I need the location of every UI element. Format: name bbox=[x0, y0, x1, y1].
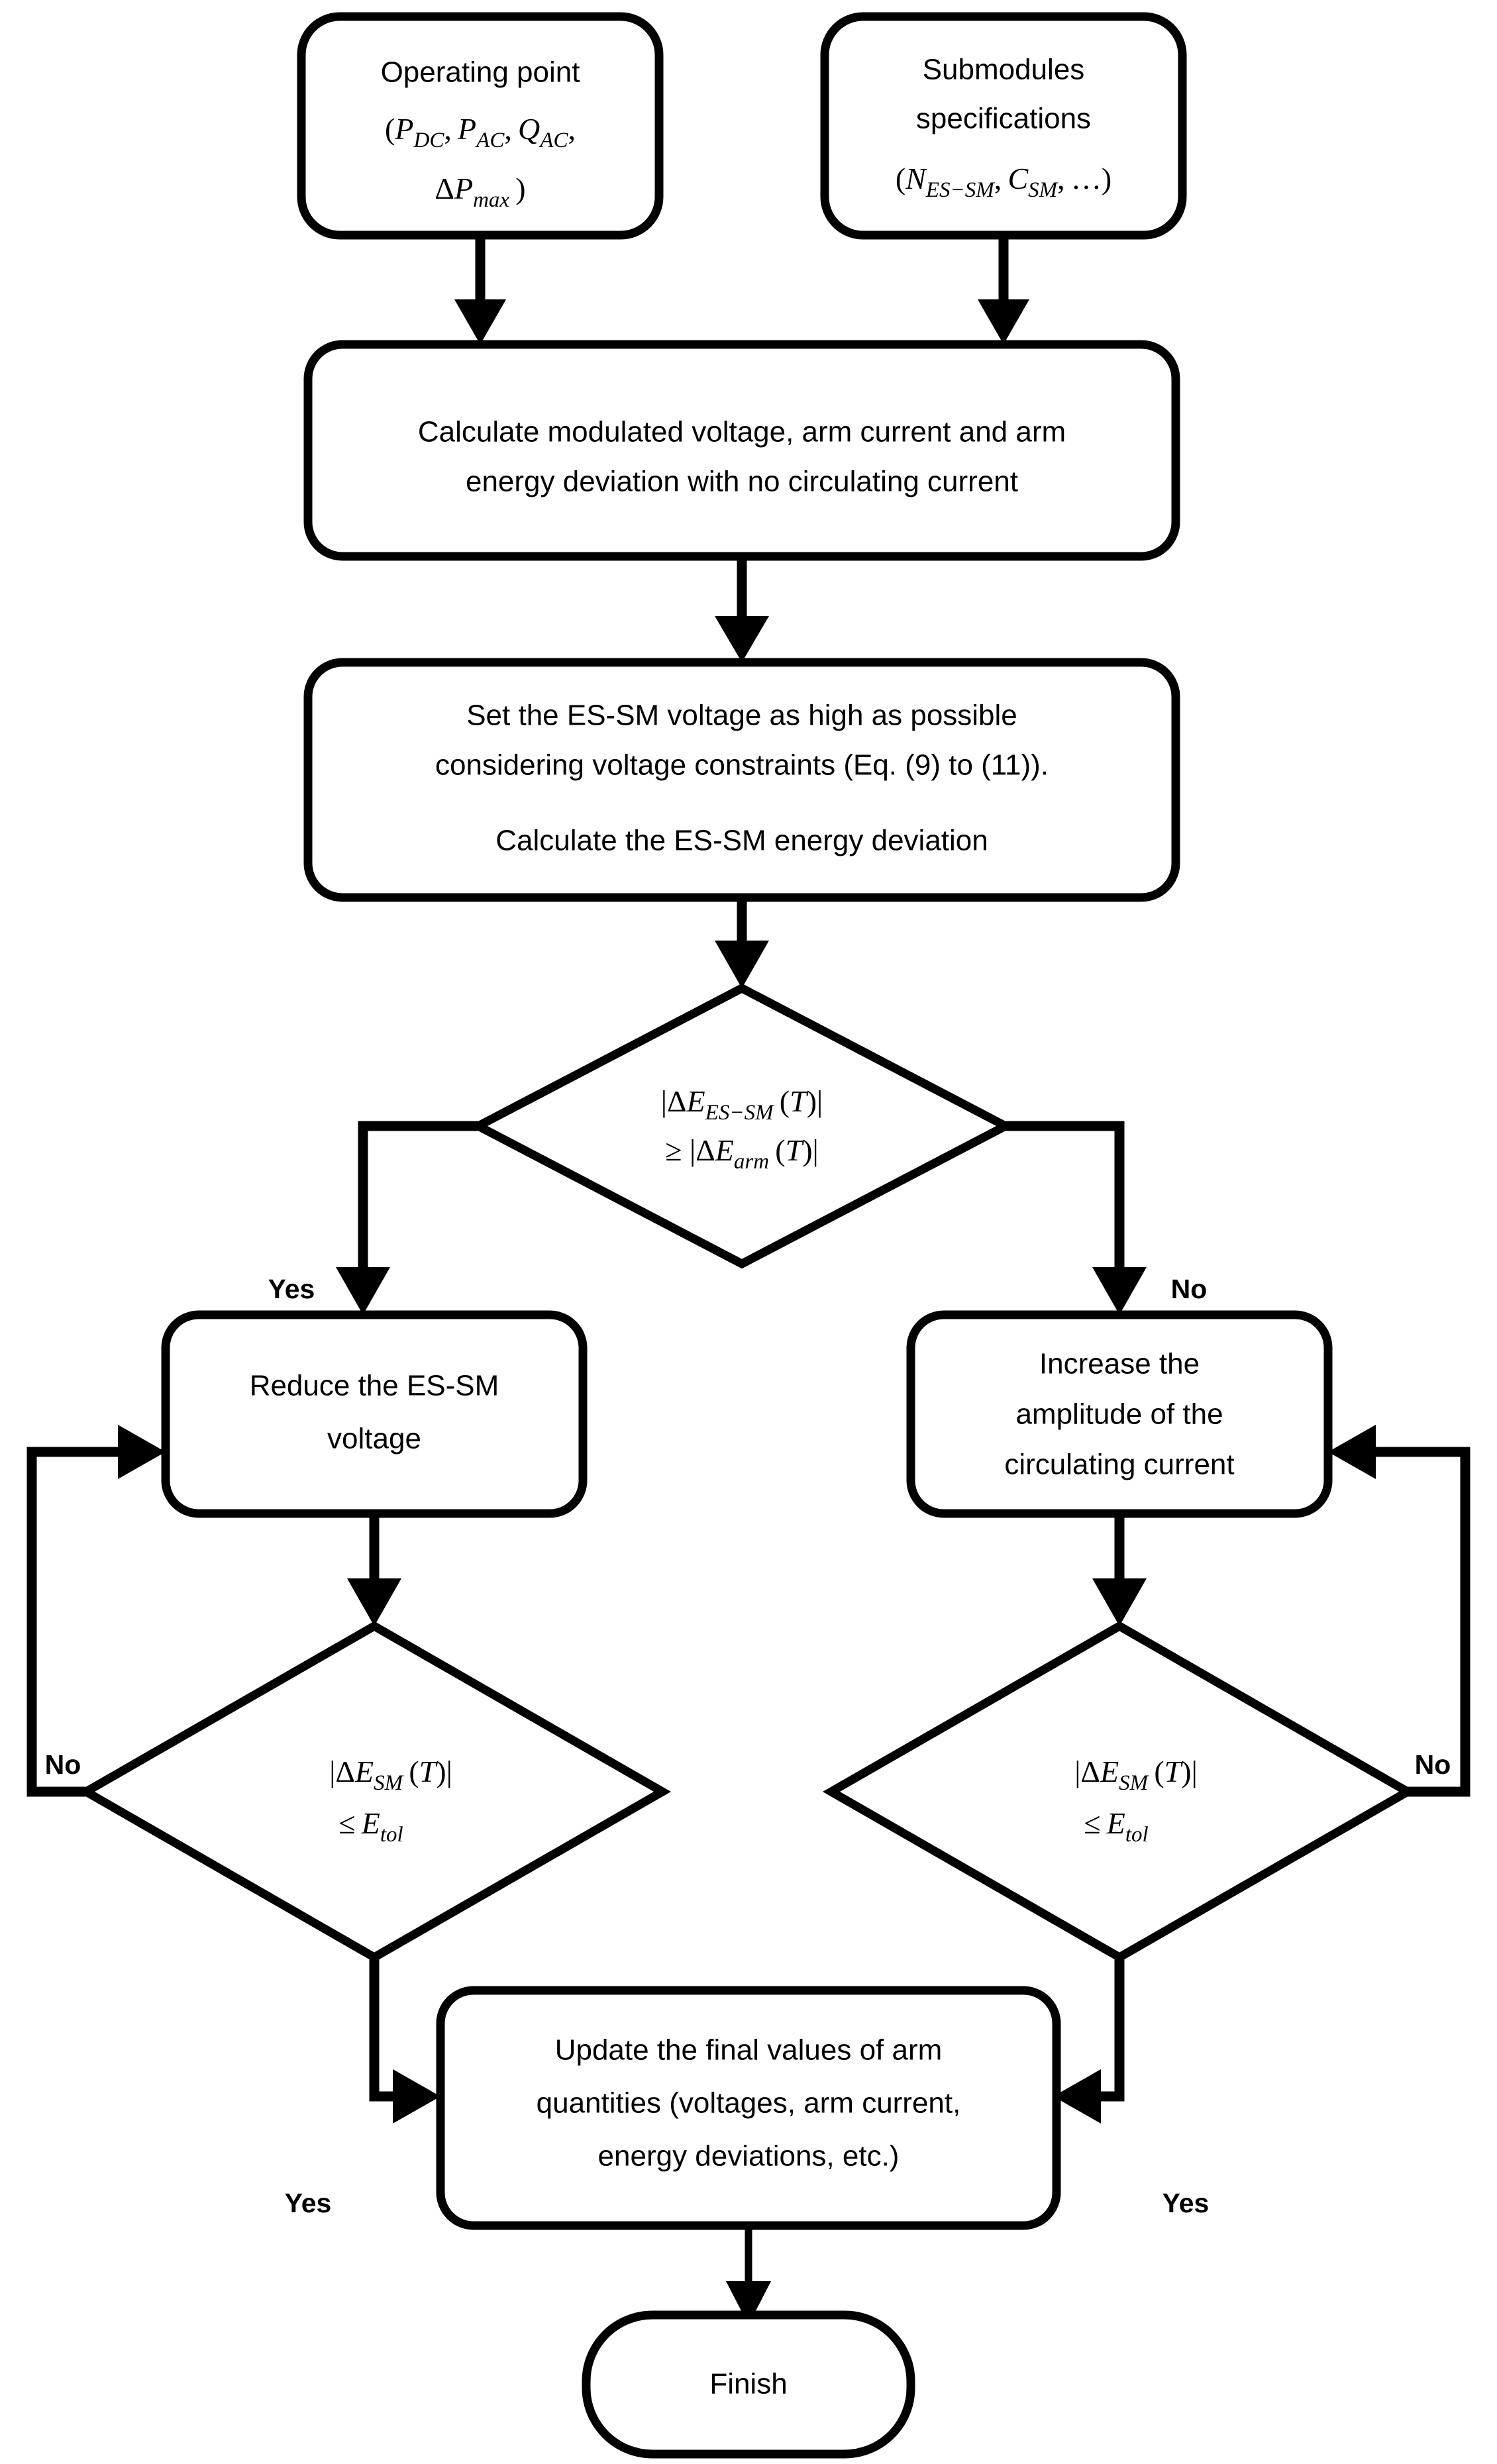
update-final-line1: Update the final values of arm bbox=[555, 2034, 943, 2067]
edge-loop-no-left bbox=[26, 1425, 166, 1797]
finish-shape bbox=[582, 2310, 915, 2459]
node-decision-compare[interactable]: |ΔEES−SM (T)| ≥ |ΔEarm (T)| bbox=[468, 983, 1015, 1269]
node-submodules[interactable]: Submodules specifications (NES−SM, CSM, … bbox=[820, 12, 1187, 240]
increase-current-line2: amplitude of the bbox=[1015, 1398, 1223, 1431]
edge-tol-left-yes-to-update bbox=[369, 1957, 440, 2124]
label-yes-bottom-left: Yes bbox=[285, 2188, 332, 2218]
set-essm-voltage-line3: Calculate the ES-SM energy deviation bbox=[495, 825, 988, 857]
node-set-essm-voltage[interactable]: Set the ES-SM voltage as high as possibl… bbox=[303, 658, 1180, 902]
submodules-line1: Submodules bbox=[923, 54, 1085, 86]
operating-point-math-line2: ΔPmax ) bbox=[435, 172, 525, 212]
calculate-modulated-line2: energy deviation with no circulating cur… bbox=[466, 466, 1018, 498]
calculate-modulated-shape bbox=[303, 340, 1180, 561]
set-essm-voltage-line2: considering voltage constraints (Eq. (9)… bbox=[435, 749, 1049, 782]
increase-current-line3: circulating current bbox=[1004, 1449, 1234, 1481]
decision-compare-math-line1: |ΔEES−SM (T)| bbox=[661, 1084, 823, 1125]
label-no-loop-right: No bbox=[1415, 1749, 1451, 1780]
update-final-line2: quantities (voltages, arm current, bbox=[537, 2087, 961, 2120]
reduce-voltage-shape bbox=[161, 1310, 588, 1518]
node-decision-tol-right[interactable]: |ΔESM (T)| ≤ Etol bbox=[822, 1621, 1417, 1963]
edge-tol-right-yes-to-update bbox=[1053, 1957, 1125, 2124]
update-final-line3: energy deviations, etc.) bbox=[598, 2140, 900, 2173]
node-operating-point[interactable]: Operating point (PDC, PAC, QAC, ΔPmax ) bbox=[297, 12, 664, 240]
decision-compare-shape bbox=[468, 983, 1015, 1269]
node-decision-tol-left[interactable]: |ΔESM (T)| ≤ Etol bbox=[77, 1621, 672, 1963]
decision-compare-math-line2: ≥ |ΔEarm (T)| bbox=[665, 1133, 819, 1174]
edge-operating-to-calculate bbox=[454, 235, 506, 344]
node-increase-current[interactable]: Increase the amplitude of the circulatin… bbox=[906, 1310, 1333, 1518]
node-reduce-voltage[interactable]: Reduce the ES-SM voltage bbox=[161, 1310, 588, 1518]
edge-reduce-to-tol-left bbox=[347, 1514, 401, 1626]
node-finish[interactable]: Finish bbox=[582, 2310, 915, 2459]
node-calculate-modulated[interactable]: Calculate modulated voltage, arm current… bbox=[303, 340, 1180, 561]
calculate-modulated-line1: Calculate modulated voltage, arm current… bbox=[418, 416, 1066, 448]
operating-point-line1: Operating point bbox=[381, 56, 580, 89]
set-essm-voltage-line1: Set the ES-SM voltage as high as possibl… bbox=[466, 699, 1017, 732]
edge-increase-to-tol-right bbox=[1092, 1514, 1147, 1626]
submodules-line2: specifications bbox=[916, 103, 1091, 135]
decision-tol-left-math-line1: |ΔESM (T)| bbox=[329, 1755, 452, 1795]
reduce-voltage-line1: Reduce the ES-SM bbox=[250, 1370, 499, 1402]
label-no-right: No bbox=[1171, 1274, 1208, 1304]
label-yes-left: Yes bbox=[268, 1274, 315, 1304]
decision-tol-right-math-line1: |ΔESM (T)| bbox=[1074, 1755, 1198, 1795]
decision-tol-left-math-line2: ≤ Etol bbox=[338, 1806, 403, 1847]
increase-current-line1: Increase the bbox=[1039, 1348, 1200, 1380]
label-yes-bottom-right: Yes bbox=[1162, 2188, 1210, 2218]
operating-point-math-line1: (PDC, PAC, QAC, bbox=[385, 112, 576, 152]
decision-tol-right-math-line2: ≤ Etol bbox=[1084, 1806, 1148, 1847]
edge-decision-no-right bbox=[1006, 1121, 1147, 1315]
edge-update-to-finish bbox=[726, 2226, 771, 2325]
reduce-voltage-line2: voltage bbox=[327, 1423, 421, 1455]
edge-calculate-to-setvoltage bbox=[715, 556, 769, 662]
edge-setvoltage-to-decision bbox=[715, 898, 769, 988]
edge-submodules-to-calculate bbox=[978, 235, 1029, 344]
node-update-final[interactable]: Update the final values of arm quantitie… bbox=[436, 1986, 1061, 2230]
submodules-math: (NES−SM, CSM, …) bbox=[896, 162, 1111, 202]
finish-label: Finish bbox=[709, 2368, 787, 2400]
edge-decision-yes-left bbox=[336, 1121, 478, 1315]
label-no-loop-left: No bbox=[45, 1749, 81, 1780]
edge-loop-no-right bbox=[1328, 1425, 1471, 1797]
